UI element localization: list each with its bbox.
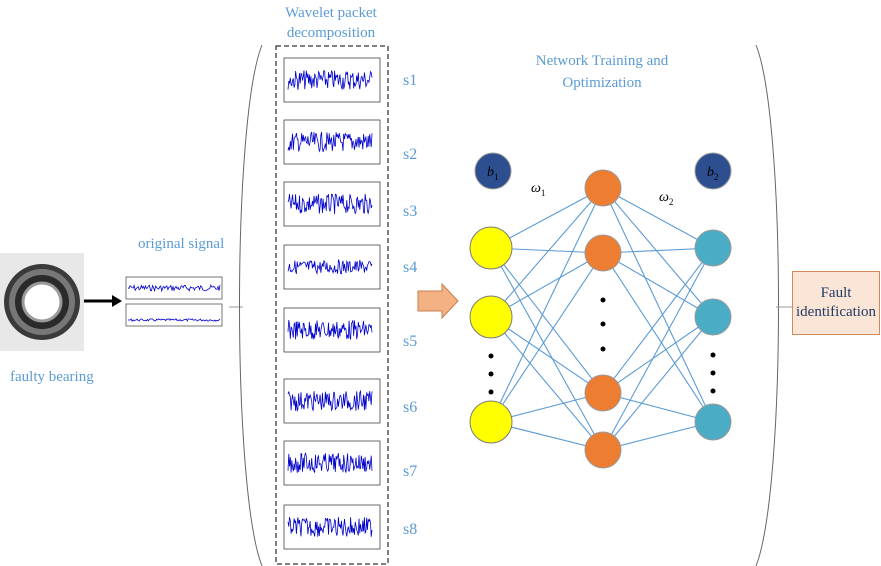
ellipsis-dot	[488, 389, 494, 395]
input-node	[469, 226, 513, 270]
network-connections	[490, 187, 714, 451]
output-node	[694, 403, 732, 441]
input-layer	[469, 226, 513, 444]
network-connection	[602, 187, 714, 318]
network-connection	[602, 392, 714, 423]
network-connection	[602, 247, 714, 394]
wavelet-box	[275, 45, 389, 565]
network-connection	[490, 316, 604, 451]
subband-signal-trace	[287, 452, 373, 474]
subband-signal-trace	[287, 258, 373, 275]
network-connection	[602, 421, 714, 451]
network-connection	[602, 252, 714, 423]
bearing-image	[0, 253, 84, 351]
subband-label-s7: s7	[403, 463, 418, 480]
network-connection	[602, 316, 714, 394]
input-node	[469, 295, 513, 339]
subband-label-s4: s4	[403, 259, 418, 276]
bracket-left	[239, 44, 263, 566]
bias-nodes: b1 b2	[474, 152, 732, 190]
subband-plot-frame	[283, 504, 381, 550]
original-signal-plot	[125, 276, 223, 327]
wavelet-title: Wavelet packet decomposition	[256, 3, 406, 43]
subband-signal-trace	[287, 389, 373, 412]
weight-1-label: ω1	[531, 181, 545, 198]
wavelet-title-line2: decomposition	[286, 25, 376, 41]
ellipsis-dot	[710, 352, 716, 358]
network-title-line1: Network Training and	[535, 53, 669, 69]
ellipsis-dot	[600, 297, 606, 303]
ellipsis-dot	[710, 370, 716, 376]
output-node	[694, 229, 732, 267]
subband-label-s5: s5	[403, 333, 418, 350]
network-connection	[490, 247, 604, 451]
network-connection	[602, 247, 714, 451]
network-connection	[490, 187, 604, 423]
arrow-to-network	[417, 282, 459, 320]
bias-2-label: b2	[707, 165, 719, 182]
bias-node-2	[694, 152, 732, 190]
subband-signal-trace	[287, 131, 373, 153]
fault-label-line2: identification	[796, 304, 876, 320]
network-title: Network Training and Optimization	[512, 50, 692, 94]
network-connection	[490, 316, 604, 394]
network-connection	[602, 316, 714, 451]
hidden-node	[584, 234, 622, 272]
subband-plot-frame	[283, 181, 381, 227]
network-connection	[490, 187, 604, 318]
network-connection	[490, 252, 604, 423]
fault-label-line1: Fault	[820, 285, 852, 301]
subband-plots	[283, 57, 381, 550]
ellipsis-dot	[600, 346, 606, 352]
network-connection	[602, 187, 714, 423]
bias-node-1	[474, 152, 512, 190]
network-connection	[602, 252, 714, 318]
output-node	[694, 298, 732, 336]
wavelet-title-line1: Wavelet packet	[285, 5, 377, 21]
output-layer	[694, 229, 732, 441]
subband-label-s1: s1	[403, 72, 418, 89]
hidden-layer	[584, 169, 622, 469]
ellipsis-dot	[710, 388, 716, 394]
bias-1-label: b1	[487, 165, 499, 182]
bracket-right	[755, 44, 779, 566]
arrow-to-signal	[84, 295, 122, 307]
ellipsis-dot	[488, 353, 494, 359]
network-connection	[602, 187, 714, 249]
network-title-line2: Optimization	[562, 75, 642, 91]
subband-label-s2: s2	[403, 146, 418, 163]
subband-label-s3: s3	[403, 203, 418, 220]
network-connection	[490, 247, 604, 394]
ellipsis-dot	[600, 321, 606, 327]
fault-identification-box: Fault identification	[792, 271, 880, 335]
weight-2-label: ω2	[659, 190, 673, 207]
subband-label-s8: s8	[403, 521, 418, 538]
subband-signal-trace	[287, 517, 373, 537]
subband-signal-trace	[287, 193, 373, 215]
faulty-bearing-label: faulty bearing	[10, 369, 94, 385]
input-node	[469, 400, 513, 444]
hidden-node	[584, 431, 622, 469]
subband-signal-trace	[287, 320, 373, 340]
original-signal-label: original signal	[138, 236, 225, 252]
subband-label-s6: s6	[403, 399, 418, 416]
hidden-node	[584, 374, 622, 412]
subband-signal-trace	[287, 69, 373, 91]
ellipsis-dot	[488, 371, 494, 377]
hidden-node	[584, 169, 622, 207]
